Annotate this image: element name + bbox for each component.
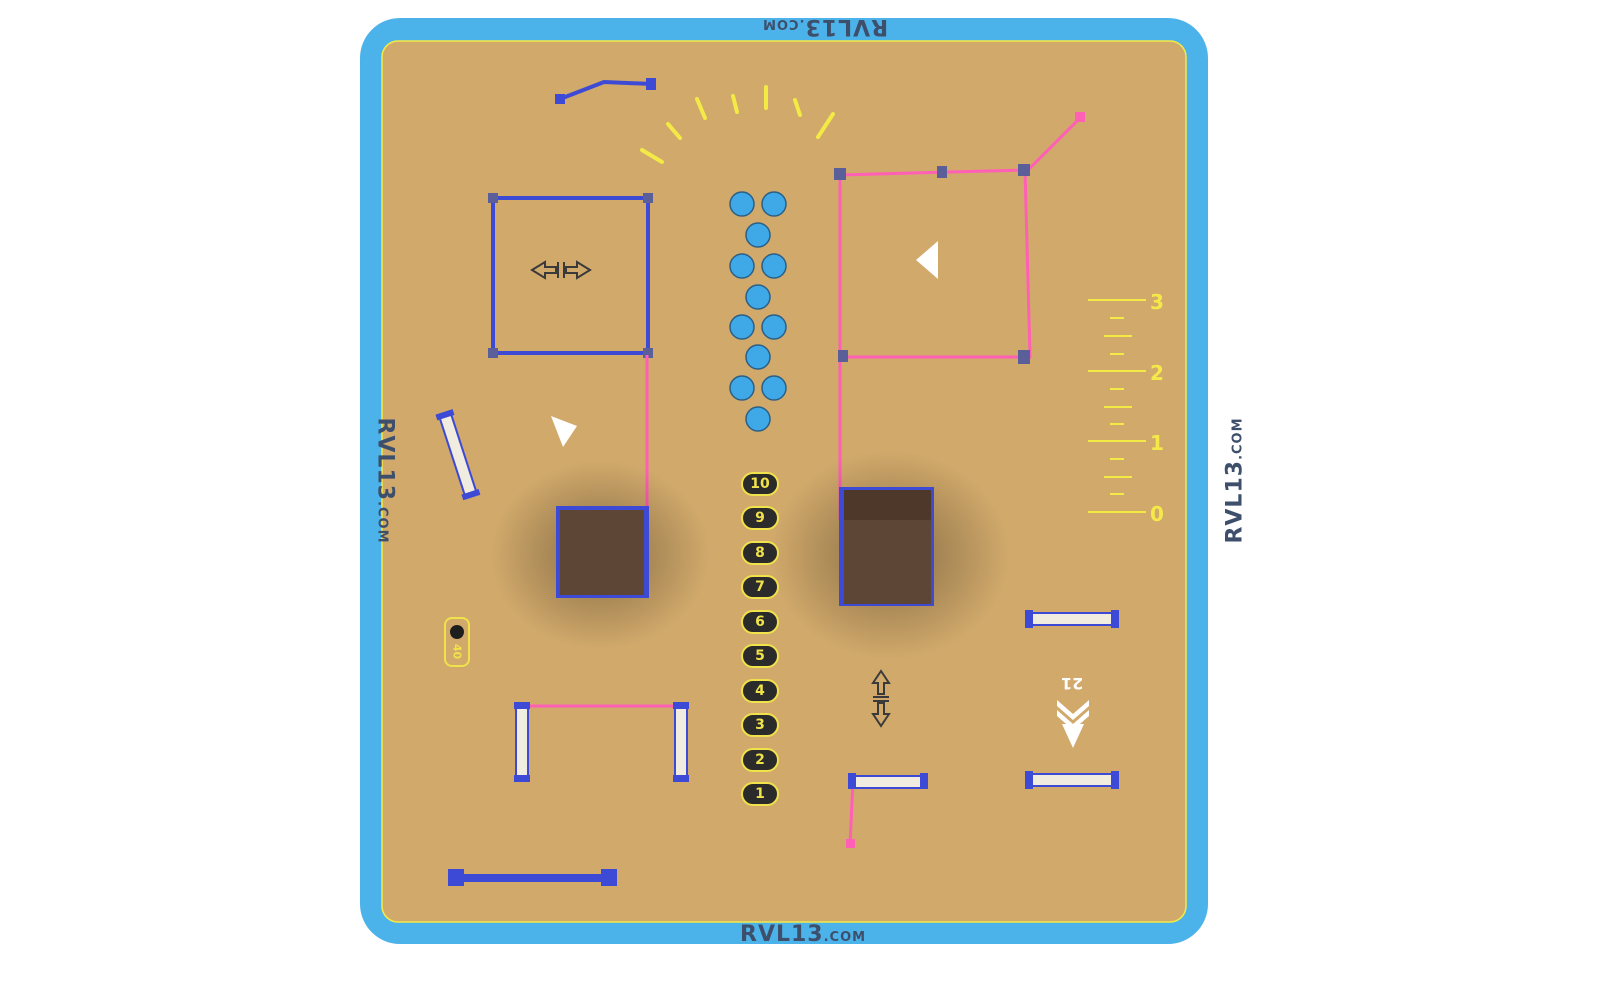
brand-left: RVL13.COM bbox=[373, 417, 398, 543]
ball-zigzag bbox=[729, 191, 787, 432]
number-track-7: 7 bbox=[741, 575, 779, 599]
blue-angled-bar bbox=[555, 78, 656, 104]
height-scale bbox=[1088, 299, 1146, 513]
triangle-arrow-icon bbox=[551, 416, 577, 447]
court-surface bbox=[381, 40, 1187, 923]
number-track-4: 4 bbox=[741, 679, 779, 703]
bottom-balance-beam bbox=[448, 869, 617, 886]
vertical-arrows-icon bbox=[871, 669, 891, 728]
arc-target-marks bbox=[640, 85, 835, 164]
number-track-8: 8 bbox=[741, 541, 779, 565]
left-plyo-box bbox=[556, 506, 649, 598]
brand-domain: .COM bbox=[823, 930, 867, 945]
right-hurdle-bottom bbox=[1025, 771, 1119, 789]
number-track-1: 1 bbox=[741, 782, 779, 806]
blue-square-frame bbox=[488, 193, 653, 358]
ball-target-badge: 40 bbox=[444, 617, 470, 667]
brand-domain-left: .COM bbox=[374, 501, 390, 544]
left-tilted-hurdle bbox=[435, 409, 481, 501]
number-track-5: 5 bbox=[741, 644, 779, 668]
bottom-center-hurdle bbox=[846, 773, 928, 848]
number-track-9: 9 bbox=[741, 506, 779, 530]
right-hurdle-top bbox=[1025, 610, 1119, 628]
left-pointing-triangle-icon bbox=[916, 241, 938, 279]
scale-label-0: 0 bbox=[1150, 502, 1164, 526]
number-track-10: 10 bbox=[741, 472, 779, 496]
brand-bottom: RVL13.COM bbox=[740, 922, 866, 947]
brand-name-top: RVL13 bbox=[804, 14, 889, 39]
ball-target-label: 40 bbox=[450, 643, 464, 660]
number-track-6: 6 bbox=[741, 610, 779, 634]
number-track-3: 3 bbox=[741, 713, 779, 737]
horizontal-arrows-icon bbox=[530, 260, 592, 280]
left-double-hurdle bbox=[514, 702, 689, 782]
brand-name-right: RVL13 bbox=[1222, 459, 1248, 544]
scale-label-3: 3 bbox=[1150, 290, 1164, 314]
brand-domain-top: .COM bbox=[762, 16, 805, 31]
scale-label-1: 1 bbox=[1150, 431, 1164, 455]
chevron-arrows-icon bbox=[1057, 700, 1089, 748]
brand-top: RVL13.COM bbox=[762, 14, 888, 39]
brand-right: RVL13.COM bbox=[1223, 417, 1248, 543]
brand-name-left: RVL13 bbox=[372, 417, 398, 502]
pink-rectangle-frame bbox=[834, 112, 1085, 520]
brand-domain-right: .COM bbox=[1230, 417, 1246, 460]
right-plyo-box bbox=[839, 487, 934, 606]
scale-label-2: 2 bbox=[1150, 361, 1164, 385]
ball-icon bbox=[450, 625, 464, 639]
brand-name: RVL13 bbox=[740, 922, 824, 947]
number-track-2: 2 bbox=[741, 748, 779, 772]
stencil-number: 21 bbox=[1061, 674, 1084, 693]
